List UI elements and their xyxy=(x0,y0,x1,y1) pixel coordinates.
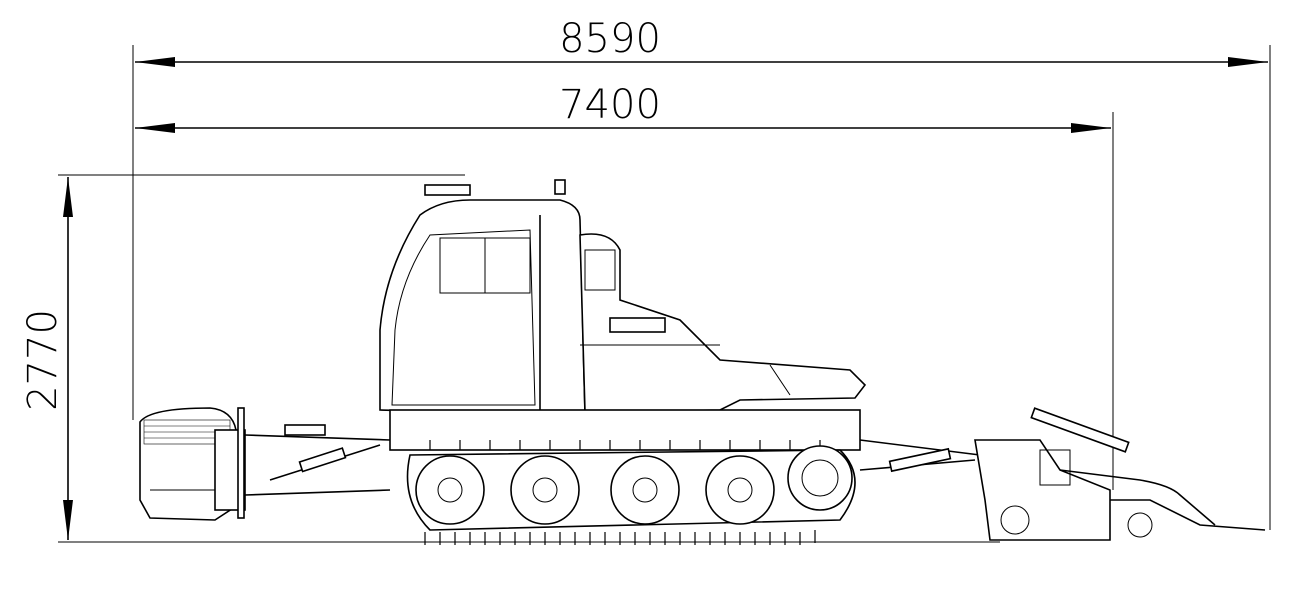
body xyxy=(389,233,867,451)
dimension-vehicle-length: 7400 xyxy=(135,82,1111,133)
dimension-overall-length: 8590 xyxy=(135,16,1268,67)
dimension-height: 2770 xyxy=(20,177,73,540)
wheel-2 xyxy=(510,455,580,525)
front-blade xyxy=(139,407,391,521)
road-wheels xyxy=(415,445,853,525)
cab xyxy=(379,179,586,416)
wheel-1 xyxy=(415,455,485,525)
drive-sprocket xyxy=(787,445,853,511)
wheel-3 xyxy=(610,455,680,525)
height-label: 2770 xyxy=(20,309,66,411)
overall-length-label: 8590 xyxy=(559,16,661,62)
vehicle-length-label: 7400 xyxy=(559,82,661,128)
rear-tiller xyxy=(859,407,1266,541)
wheel-4 xyxy=(705,455,775,525)
extension-lines xyxy=(58,45,1271,543)
